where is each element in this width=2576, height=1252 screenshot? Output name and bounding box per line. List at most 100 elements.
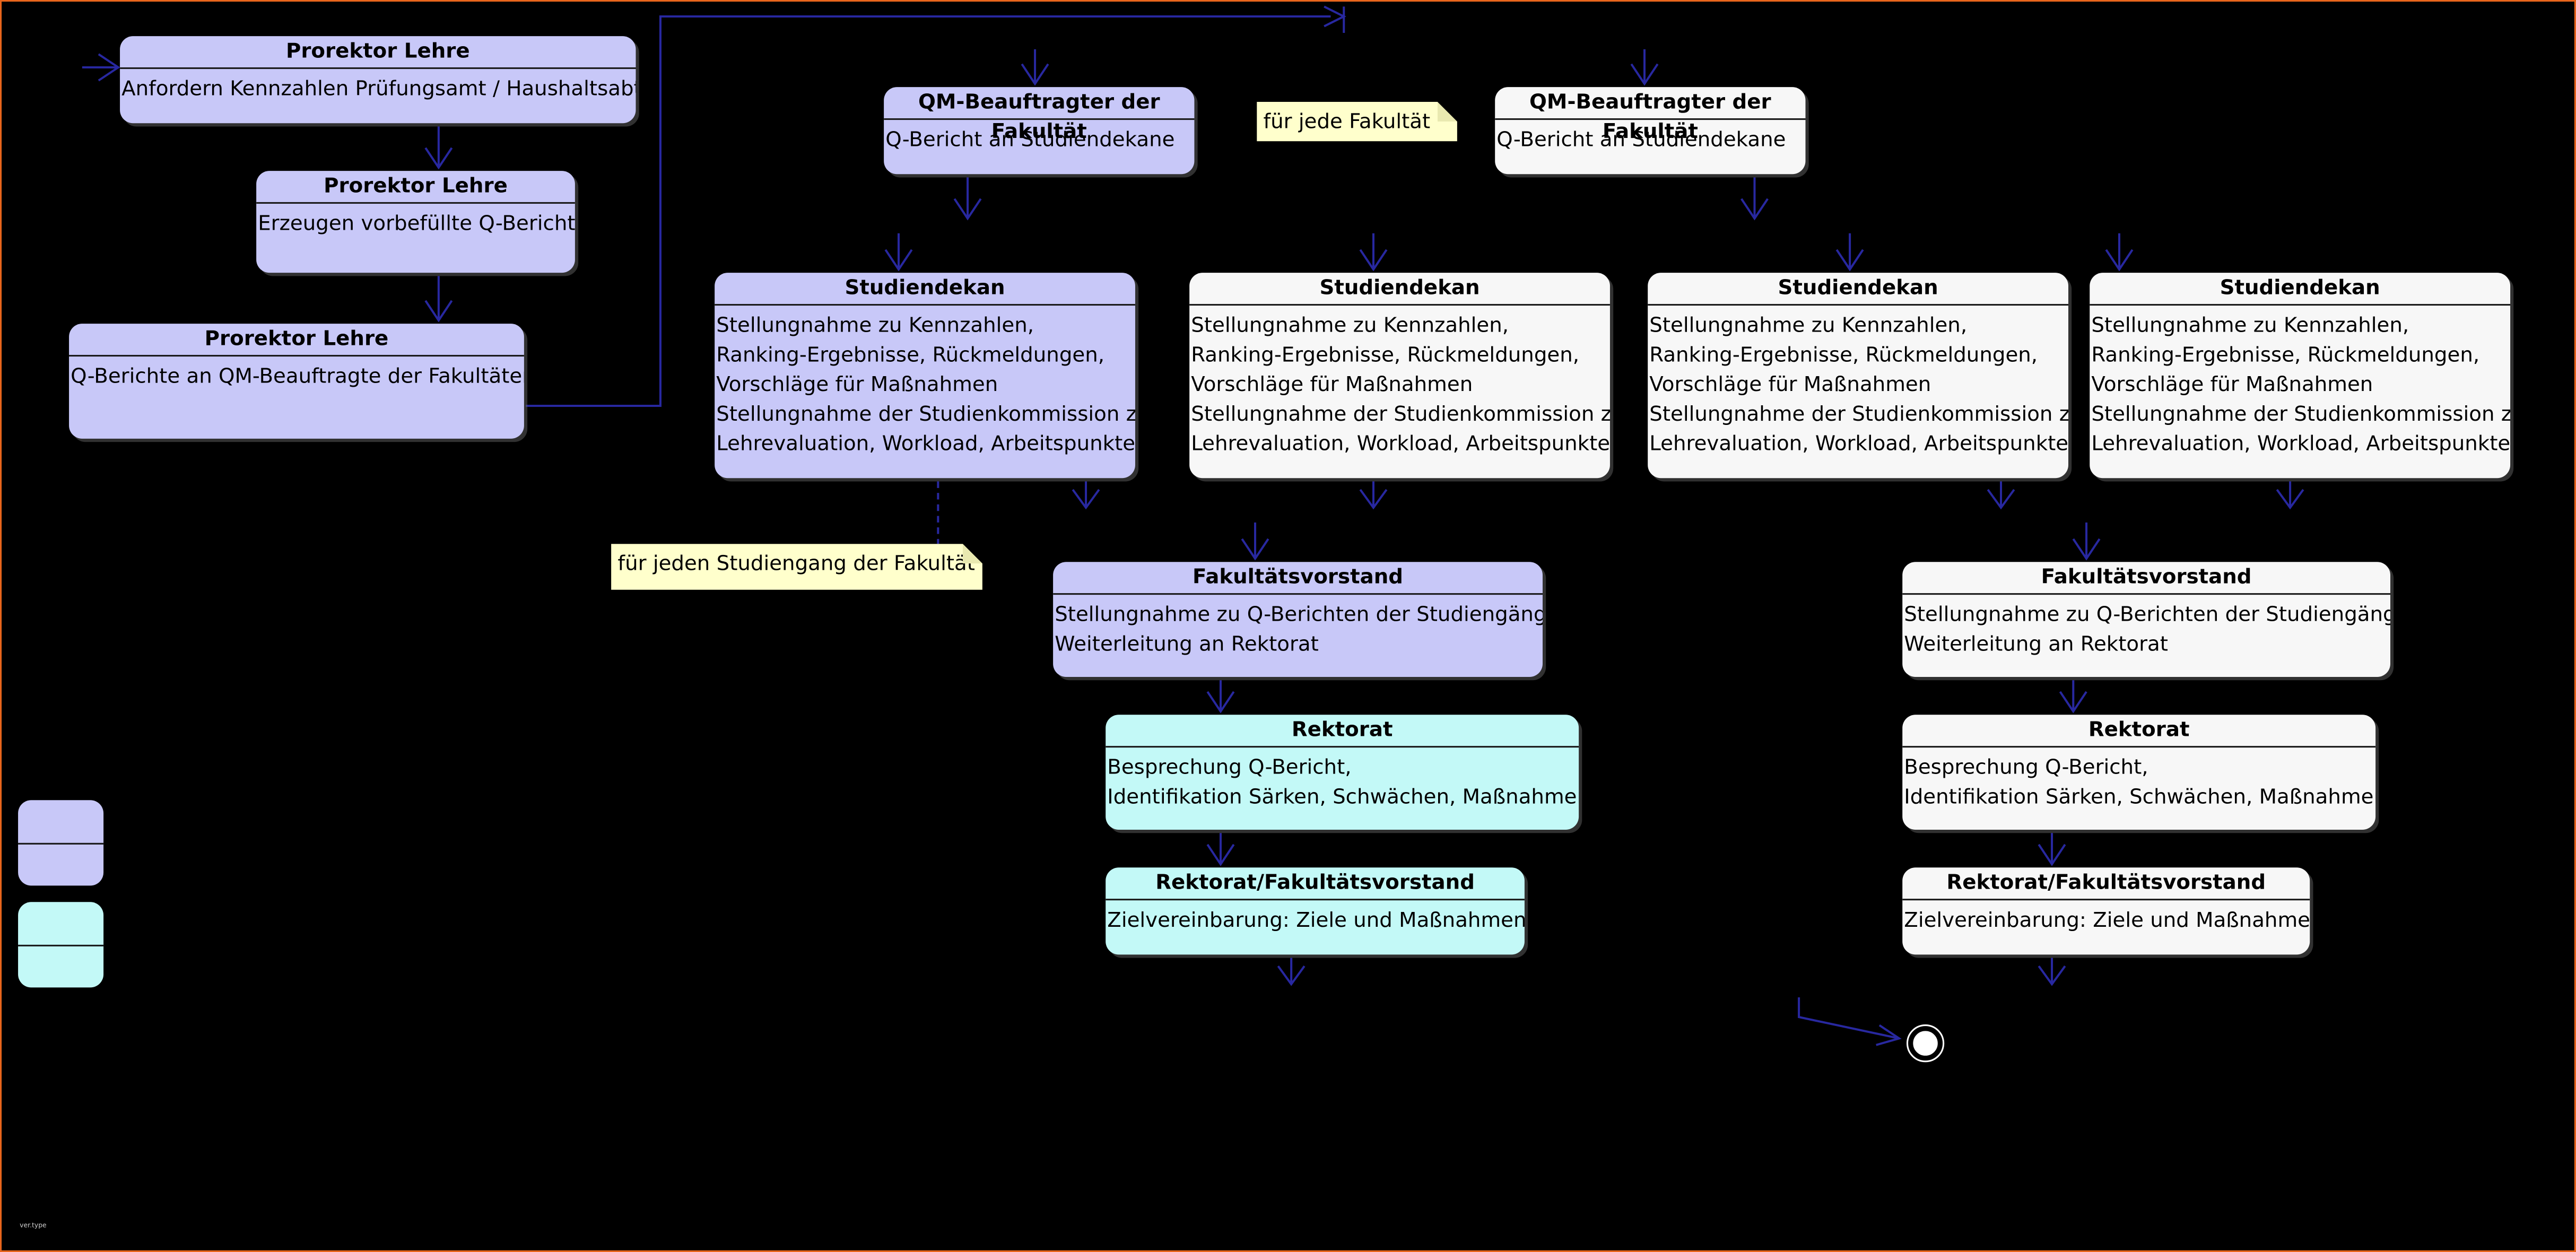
state-line: Lehrevaluation, Workload, Arbeitspunkte bbox=[2091, 430, 2511, 455]
state-rektorat-2: Rektorat Besprechung Q-Bericht, Identifi… bbox=[1902, 715, 2376, 830]
arrow-into-sd3 bbox=[1835, 233, 1864, 272]
state-body: Stellungnahme zu Kennzahlen, Ranking-Erg… bbox=[1648, 306, 2068, 458]
arrow-qm1-out bbox=[953, 177, 982, 221]
state-title: Prorektor Lehre bbox=[69, 324, 524, 357]
arrow-p3-qm bbox=[526, 5, 1346, 407]
state-title: Rektorat/Fakultätsvorstand bbox=[1902, 867, 2310, 901]
state-body: Stellungnahme zu Kennzahlen, Ranking-Erg… bbox=[2090, 306, 2510, 458]
state-line: Besprechung Q-Bericht, bbox=[1904, 754, 2148, 779]
state-studiendekan-1: Studiendekan Stellungnahme zu Kennzahlen… bbox=[715, 273, 1135, 479]
state-body: Anfordern Kennzahlen Prüfungsamt / Haush… bbox=[120, 69, 636, 103]
state-line: Stellungnahme der Studienkommission zu bbox=[2091, 401, 2511, 426]
legend-swatch-lavender bbox=[18, 800, 104, 886]
arrow-rf2-out bbox=[2038, 958, 2066, 986]
state-body: Q-Berichte an QM-Beauftragte der Fakultä… bbox=[69, 357, 524, 391]
state-title: Prorektor Lehre bbox=[120, 36, 636, 69]
state-qm-beauftragter-1: QM-Beauftragter der Fakultät Q-Bericht a… bbox=[884, 87, 1195, 175]
state-line: Ranking-Ergebnisse, Rückmeldungen, bbox=[2091, 342, 2480, 367]
state-line: Identifikation Särken, Schwächen, Maßnah… bbox=[1904, 784, 2376, 808]
arrow-sd1-out bbox=[1072, 481, 1100, 510]
arrow-p2-p3 bbox=[424, 276, 453, 323]
state-body: Stellungnahme zu Kennzahlen, Ranking-Erg… bbox=[715, 306, 1135, 458]
legend-swatch-cyan bbox=[18, 902, 104, 988]
state-qm-beauftragter-2: QM-Beauftragter der Fakultät Q-Bericht a… bbox=[1495, 87, 1806, 175]
state-line: Stellungnahme der Studienkommission zu bbox=[1649, 401, 2068, 426]
state-body: Besprechung Q-Bericht, Identifikation Sä… bbox=[1106, 747, 1579, 812]
arrow-rk1-rf1 bbox=[1206, 833, 1235, 866]
state-title: QM-Beauftragter der Fakultät bbox=[1495, 87, 1806, 143]
state-fakultaetsvorstand-1: Fakultätsvorstand Stellungnahme zu Q-Ber… bbox=[1053, 562, 1543, 677]
note-per-program: für jeden Studiengang der Fakultät bbox=[611, 544, 982, 590]
state-line: Vorschläge für Maßnahmen bbox=[1191, 371, 1473, 396]
state-zielvereinbarung-1: Rektorat/Fakultätsvorstand Zielvereinbar… bbox=[1106, 867, 1525, 955]
state-line: Zielvereinbarung: Ziele und Maßnahmen bbox=[1904, 907, 2310, 932]
note-text: für jede Fakultät bbox=[1263, 108, 1431, 133]
arrow-into-qm2 bbox=[1630, 49, 1659, 86]
arrow-sd2-out bbox=[1359, 481, 1388, 510]
state-line: Vorschläge für Maßnahmen bbox=[2091, 371, 2373, 396]
arrow-qm2-out bbox=[1740, 177, 1769, 221]
state-line: Ranking-Ergebnisse, Rückmeldungen, bbox=[1649, 342, 2038, 367]
state-body: Q-Bericht an Studiendekane bbox=[884, 120, 1194, 154]
state-title: Fakultätsvorstand bbox=[1053, 562, 1543, 595]
state-line: Stellungnahme zu Q-Berichten der Studien… bbox=[1904, 601, 2390, 626]
state-line: Stellungnahme der Studienkommission zu bbox=[1191, 401, 1610, 426]
state-title: Studiendekan bbox=[1648, 273, 2068, 306]
state-line: Identifikation Särken, Schwächen, Maßnah… bbox=[1107, 784, 1579, 808]
state-line: Stellungnahme zu Kennzahlen, bbox=[1649, 312, 1968, 337]
arrow-fv1-rk1 bbox=[1206, 680, 1235, 714]
state-zielvereinbarung-2: Rektorat/Fakultätsvorstand Zielvereinbar… bbox=[1902, 867, 2310, 955]
state-line: Weiterleitung an Rektorat bbox=[1055, 631, 1319, 656]
arrow-rk2-rf2 bbox=[2038, 833, 2066, 866]
arrow-start bbox=[82, 53, 120, 82]
arrow-into-sd1 bbox=[884, 233, 913, 272]
state-line: Erzeugen vorbefüllte Q-Berichte bbox=[258, 210, 575, 235]
arrow-sd4-out bbox=[2276, 481, 2304, 510]
state-line: Vorschläge für Maßnahmen bbox=[1649, 371, 1931, 396]
state-title: Rektorat bbox=[1902, 715, 2376, 748]
state-title: Studiendekan bbox=[715, 273, 1135, 306]
state-line: Zielvereinbarung: Ziele und Maßnahmen bbox=[1107, 907, 1525, 932]
arrow-into-fv2 bbox=[2072, 522, 2101, 561]
note-per-faculty: für jede Fakultät bbox=[1257, 102, 1457, 141]
state-line: Stellungnahme zu Kennzahlen, bbox=[1191, 312, 1509, 337]
state-line: Stellungnahme zu Kennzahlen, bbox=[2091, 312, 2409, 337]
state-body: Q-Bericht an Studiendekane bbox=[1495, 120, 1805, 154]
state-body: Erzeugen vorbefüllte Q-Berichte bbox=[256, 204, 575, 238]
state-title: Studiendekan bbox=[1189, 273, 1610, 306]
state-line: Weiterleitung an Rektorat bbox=[1904, 631, 2168, 656]
state-title: Fakultätsvorstand bbox=[1902, 562, 2390, 595]
state-rektorat-1: Rektorat Besprechung Q-Bericht, Identifi… bbox=[1106, 715, 1579, 830]
state-prorektor-erzeugen: Prorektor Lehre Erzeugen vorbefüllte Q-B… bbox=[256, 171, 575, 273]
state-body: Besprechung Q-Bericht, Identifikation Sä… bbox=[1902, 747, 2375, 812]
state-line: Lehrevaluation, Workload, Arbeitspunkte bbox=[1191, 430, 1610, 455]
state-line: Lehrevaluation, Workload, Arbeitspunkte bbox=[716, 430, 1135, 455]
arrow-p1-p2 bbox=[424, 126, 453, 170]
state-prorektor-versenden: Prorektor Lehre Q-Berichte an QM-Beauftr… bbox=[69, 324, 524, 439]
state-studiendekan-3: Studiendekan Stellungnahme zu Kennzahlen… bbox=[1648, 273, 2068, 479]
state-title: Studiendekan bbox=[2090, 273, 2511, 306]
arrow-into-sd4 bbox=[2105, 233, 2134, 272]
arrow-into-qm1 bbox=[1021, 49, 1049, 86]
state-body: Stellungnahme zu Q-Berichten der Studien… bbox=[1902, 595, 2390, 659]
state-studiendekan-4: Studiendekan Stellungnahme zu Kennzahlen… bbox=[2090, 273, 2511, 479]
state-line: Lehrevaluation, Workload, Arbeitspunkte bbox=[1649, 430, 2068, 455]
state-line: Stellungnahme zu Q-Berichten der Studien… bbox=[1055, 601, 1543, 626]
state-body: Zielvereinbarung: Ziele und Maßnahmen bbox=[1902, 900, 2310, 935]
state-line: Ranking-Ergebnisse, Rückmeldungen, bbox=[716, 342, 1105, 367]
legend-divider bbox=[18, 842, 104, 845]
state-title: Rektorat/Fakultätsvorstand bbox=[1106, 867, 1525, 901]
arrow-fv2-rk2 bbox=[2059, 680, 2087, 714]
footer-tiny-text: ver.type bbox=[20, 1221, 47, 1229]
state-line: Stellungnahme der Studienkommission zu bbox=[716, 401, 1135, 426]
legend-divider bbox=[18, 944, 104, 946]
state-body: Zielvereinbarung: Ziele und Maßnahmen bbox=[1106, 900, 1525, 935]
state-prorektor-anfordern: Prorektor Lehre Anfordern Kennzahlen Prü… bbox=[120, 36, 636, 124]
arrow-into-final bbox=[1798, 997, 1902, 1046]
arrow-into-fv1 bbox=[1241, 522, 1269, 561]
state-fakultaetsvorstand-2: Fakultätsvorstand Stellungnahme zu Q-Ber… bbox=[1902, 562, 2390, 677]
state-line: Q-Bericht an Studiendekane bbox=[885, 126, 1175, 151]
